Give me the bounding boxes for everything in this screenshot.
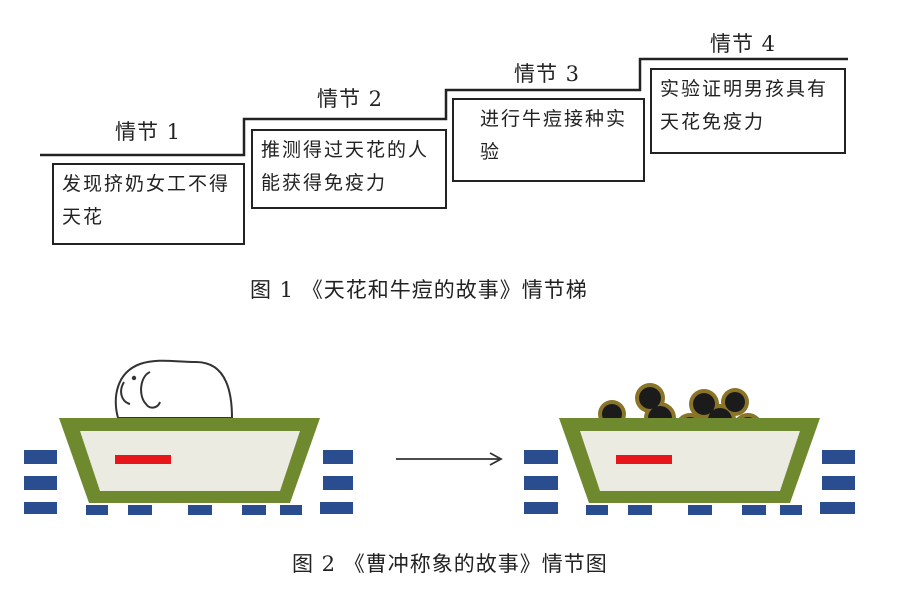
step-2-label: 情节 2 <box>317 87 384 111</box>
step-1-box: 发现挤奶女工不得天花 <box>52 163 245 245</box>
step-3-label: 情节 3 <box>514 62 581 86</box>
staircase-line <box>40 57 848 157</box>
waterline-mark <box>616 455 672 464</box>
arrow-right-icon <box>396 452 503 466</box>
figure-1-caption: 图 1 《天花和牛痘的故事》情节梯 <box>250 278 588 302</box>
step-4-label: 情节 4 <box>710 32 777 56</box>
elephant-icon <box>114 359 234 419</box>
step-1-label: 情节 1 <box>115 120 182 144</box>
step-4-box: 实验证明男孩具有天花免疫力 <box>650 68 846 154</box>
figure-2-caption: 图 2 《曹冲称象的故事》情节图 <box>292 552 608 576</box>
water-waves-icon <box>24 450 353 515</box>
step-3-box: 进行牛痘接种实验 <box>452 98 645 182</box>
boat-icon <box>559 418 820 503</box>
step-2-box: 推测得过天花的人能获得免疫力 <box>251 129 447 209</box>
water-waves-icon <box>524 450 855 515</box>
waterline-mark <box>115 455 171 464</box>
boat-icon <box>59 418 320 503</box>
